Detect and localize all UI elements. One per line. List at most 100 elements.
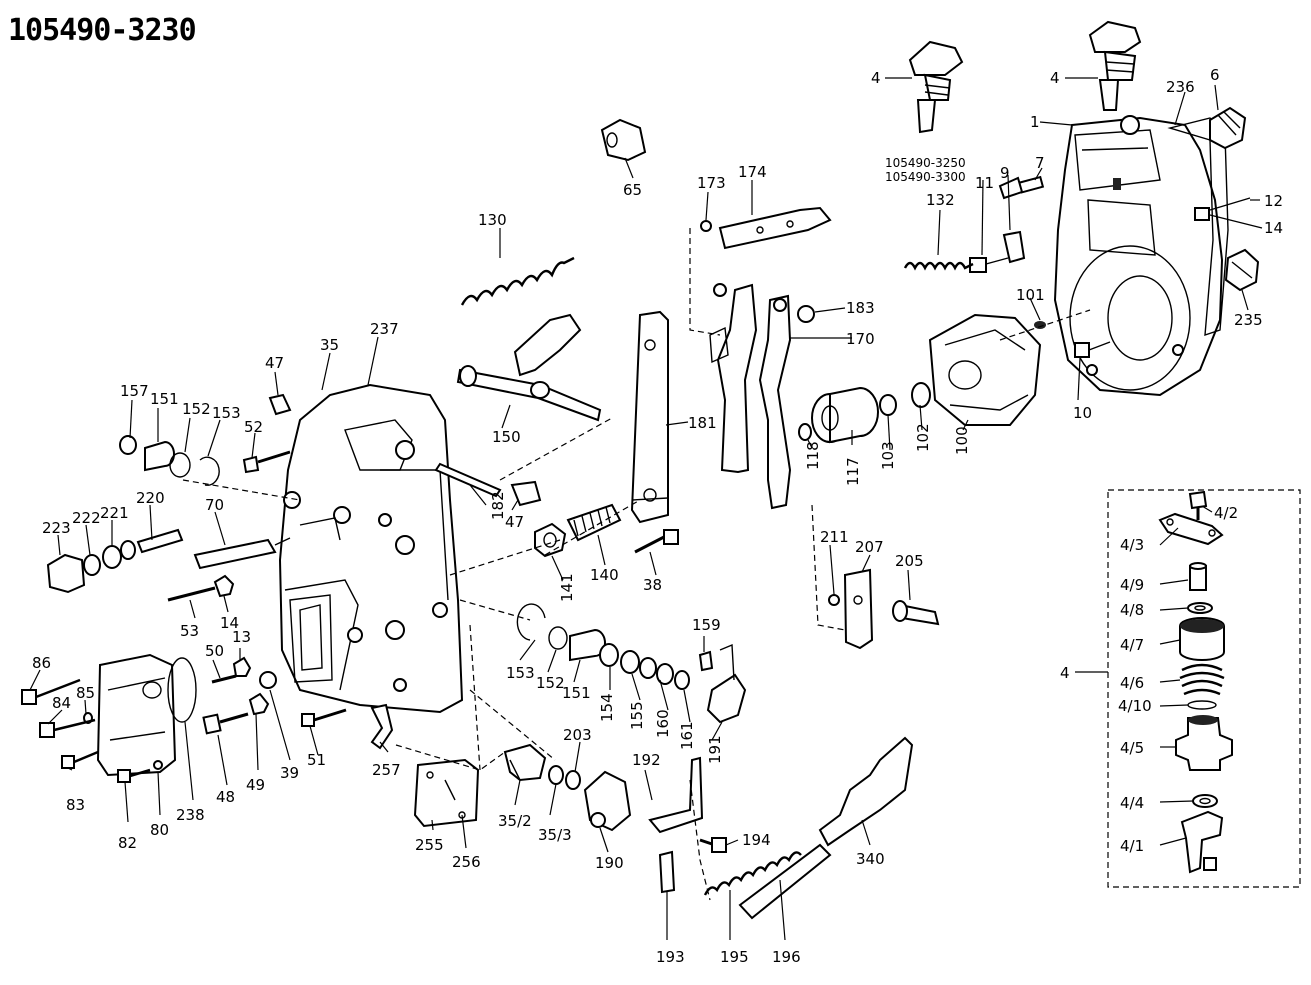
label-257: 257: [372, 761, 401, 779]
label-256: 256: [452, 853, 481, 871]
label-11: 11: [975, 174, 994, 192]
sleeve-part-117: [798, 382, 931, 444]
label-6: 6: [1210, 66, 1220, 84]
label-211: 211: [820, 528, 849, 546]
label-236: 236: [1166, 78, 1195, 96]
spring-part-132: [903, 261, 974, 271]
seal-ring-series-parts: [516, 603, 714, 690]
label-340: 340: [856, 850, 885, 868]
spring-part-195: [703, 851, 802, 896]
inset-label-4-4: 4/4: [1120, 794, 1144, 812]
governor-lever-part-170: [709, 283, 792, 510]
cover-plate-part-80: [21, 653, 197, 783]
tension-lever-part-181: [630, 310, 669, 524]
variant-note-2: 105490-3300: [885, 170, 966, 184]
label-9: 9: [1000, 164, 1010, 182]
label-35-3: 35/3: [538, 826, 572, 844]
label-50: 50: [205, 642, 224, 660]
label-13: 13: [232, 628, 251, 646]
label-84: 84: [52, 694, 71, 712]
label-14-lower: 14: [220, 614, 239, 632]
label-38: 38: [643, 576, 662, 594]
label-181: 181: [688, 414, 717, 432]
label-52: 52: [244, 418, 263, 436]
parts-drawings: [21, 20, 1260, 920]
label-153-upper: 153: [212, 404, 241, 422]
label-117: 117: [844, 457, 862, 486]
label-150: 150: [492, 428, 521, 446]
pipe-part-196: [738, 843, 832, 920]
inset-assembly-4: 4: [1060, 489, 1301, 888]
label-4b: 4: [1050, 69, 1060, 87]
label-85: 85: [76, 684, 95, 702]
label-14-cover: 14: [1264, 219, 1283, 237]
adjust-screw-part-4b: [1088, 20, 1142, 111]
label-103: 103: [879, 441, 897, 470]
label-173: 173: [697, 174, 726, 192]
label-80: 80: [150, 821, 169, 839]
plug-part-235: [1224, 248, 1260, 292]
bracket-part-207: [828, 568, 940, 650]
lever-part-174: [700, 206, 832, 250]
label-48: 48: [216, 788, 235, 806]
label-222: 222: [72, 509, 101, 527]
label-51: 51: [307, 751, 326, 769]
inset-label-4-6: 4/6: [1120, 674, 1144, 692]
adjust-screw-part-4a: [908, 40, 964, 134]
bolt-parts-47-52: [242, 393, 542, 507]
spring-part-130: [460, 256, 575, 306]
label-238: 238: [176, 806, 205, 824]
diagram-title: 105490-3230: [8, 13, 196, 48]
label-12: 12: [1264, 192, 1283, 210]
label-194: 194: [742, 831, 771, 849]
label-170: 170: [846, 330, 875, 348]
inset-label-4-1: 4/1: [1120, 837, 1144, 855]
inset-label-4-9: 4/9: [1120, 576, 1144, 594]
label-196: 196: [772, 948, 801, 966]
label-174: 174: [738, 163, 767, 181]
bolt-parts-cover: [969, 175, 1251, 358]
label-49: 49: [246, 776, 265, 794]
label-235: 235: [1234, 311, 1263, 329]
washer-part-183: [797, 305, 815, 323]
label-10: 10: [1073, 404, 1092, 422]
label-1: 1: [1030, 113, 1040, 131]
label-221: 221: [100, 504, 129, 522]
lever-shaft-part-150: [456, 313, 602, 422]
label-82: 82: [118, 834, 137, 852]
screw-nut-parts-220-223: [46, 528, 184, 594]
label-130: 130: [478, 211, 507, 229]
variant-note-1: 105490-3250: [885, 156, 966, 170]
label-153-lower: 153: [506, 664, 535, 682]
inset-label-4-3: 4/3: [1120, 536, 1144, 554]
label-151-lower: 151: [562, 684, 591, 702]
label-207: 207: [855, 538, 884, 556]
inset-label-4-5: 4/5: [1120, 739, 1144, 757]
label-4-inset: 4: [1060, 664, 1070, 682]
label-191: 191: [706, 735, 724, 764]
plug-parts-35-2-35-3: [503, 743, 581, 790]
governor-housing-part: [1053, 115, 1229, 397]
label-35-2: 35/2: [498, 812, 532, 830]
label-152-upper: 152: [182, 400, 211, 418]
label-160: 160: [654, 709, 672, 738]
stud-part-50: [211, 674, 237, 684]
lever-part-191: [706, 673, 747, 724]
plug-part-6: [1209, 106, 1247, 150]
label-47-upper: 47: [265, 354, 284, 372]
label-237: 237: [370, 320, 399, 338]
label-118: 118: [804, 441, 822, 470]
label-132: 132: [926, 191, 955, 209]
leader-lines: [29, 77, 1263, 941]
label-140: 140: [590, 566, 619, 584]
label-159: 159: [692, 616, 721, 634]
o-ring-cap-parts-upper: [119, 435, 220, 486]
stud-part-53: [167, 586, 216, 602]
label-53: 53: [180, 622, 199, 640]
label-183: 183: [846, 299, 875, 317]
part-labels: 4 4 236 6 1 12 14 235 7 9 11 132 105490-…: [32, 66, 1283, 966]
label-193: 193: [656, 948, 685, 966]
label-65: 65: [623, 181, 642, 199]
label-83: 83: [66, 796, 85, 814]
label-35: 35: [320, 336, 339, 354]
